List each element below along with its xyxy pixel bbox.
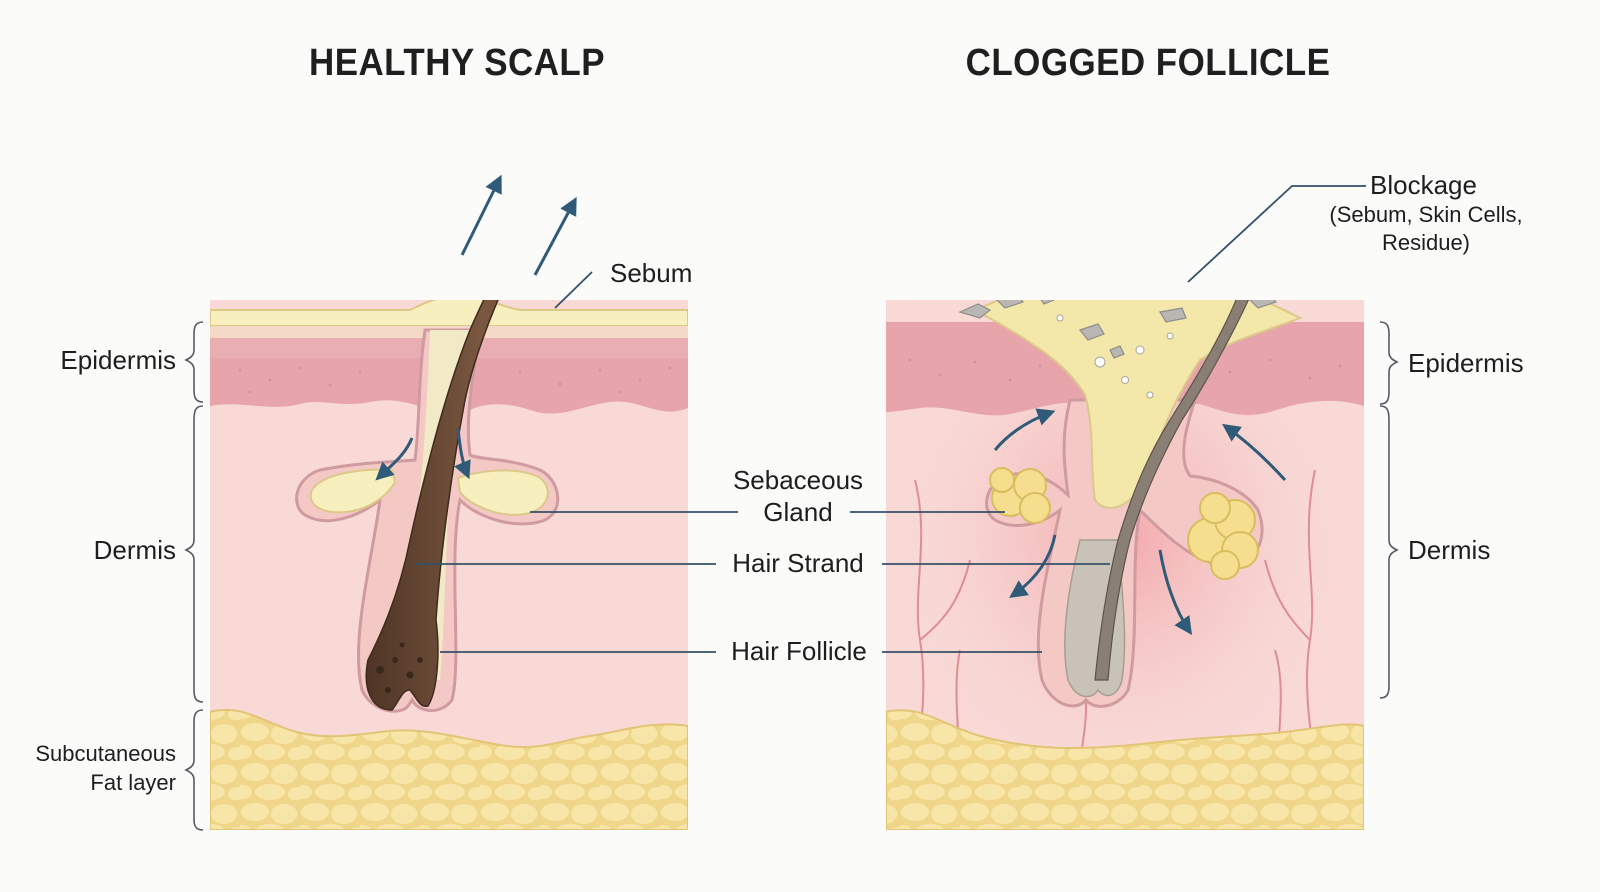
hair-strand: [1094, 300, 1250, 681]
subcutaneous-label-line2: Fat layer: [90, 770, 176, 795]
blockage-detail-line1: (Sebum, Skin Cells,: [1329, 202, 1523, 227]
layer-brackets-left: [184, 321, 204, 831]
dermis-label-left: Dermis: [93, 535, 176, 565]
sebaceous-gland-label-line2: Gland: [763, 497, 833, 527]
subcutaneous-fat-layer: [886, 709, 1364, 830]
sebaceous-gland-enlarged-left: [989, 467, 1051, 524]
sebaceous-gland-left: [309, 468, 397, 514]
hair-strand: [365, 300, 499, 711]
sebum-surface-layer: [210, 300, 688, 327]
epidermis-label-right: Epidermis: [1408, 348, 1524, 378]
subcutaneous-fat-layer: [210, 708, 688, 830]
hair-strand-label: Hair Strand: [732, 548, 864, 578]
healthy-scalp-title: HEALTHY SCALP: [308, 42, 606, 84]
blockage-plug: [972, 300, 1303, 510]
epidermis-label-left: Epidermis: [60, 345, 176, 375]
blockage-detail-line2: Residue): [1381, 230, 1471, 255]
leader-lines: [415, 185, 1366, 653]
dermis-label-right: Dermis: [1408, 535, 1491, 565]
layer-brackets-right: [1379, 321, 1399, 699]
blockage-label: Blockage: [1370, 170, 1477, 200]
clogged-follicle-title: CLOGGED FOLLICLE: [965, 42, 1331, 84]
sebum-label: Sebum: [610, 258, 693, 288]
sebum-flow-arrows-left: [375, 174, 577, 481]
blocked-flow-arrows-right: [993, 408, 1287, 635]
sebaceous-gland-label-line1: Sebaceous: [732, 465, 864, 495]
sebaceous-gland-right: [456, 469, 549, 516]
hair-follicle-label: Hair Follicle: [731, 636, 867, 666]
clogged-follicle-panel: [886, 300, 1364, 830]
sebaceous-gland-enlarged-right: [1187, 492, 1259, 580]
healthy-scalp-panel: [210, 300, 688, 830]
subcutaneous-label-line1: Subcutaneous: [35, 741, 176, 766]
